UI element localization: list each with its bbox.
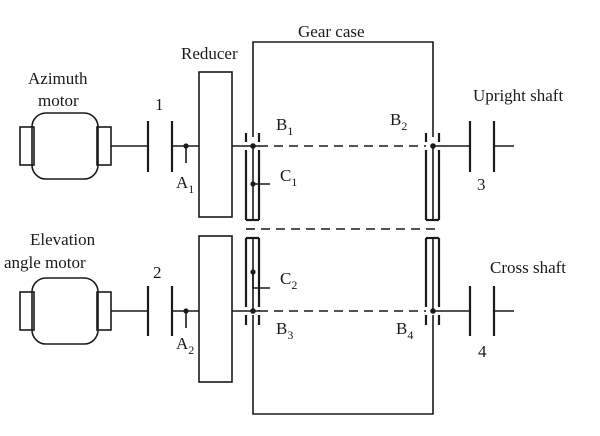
- gear-b4-label: B4: [396, 319, 413, 342]
- gear-b2-label: B2: [390, 110, 407, 133]
- point-a2-label: A2: [176, 334, 194, 357]
- coupling-2-label: 2: [153, 263, 162, 282]
- cross-shaft: [433, 286, 514, 336]
- shaft-3-label: 3: [477, 175, 486, 194]
- reducer-label: Reducer: [181, 44, 238, 63]
- right-gear-stack: [424, 133, 441, 325]
- elevation-motor-label-1: Elevation: [30, 230, 96, 249]
- azimuth-shaft: [111, 121, 199, 172]
- gear-case-label: Gear case: [298, 22, 365, 41]
- upright-shaft: [433, 121, 514, 172]
- shaft-4-label: 4: [478, 342, 487, 361]
- cross-shaft-label: Cross shaft: [490, 258, 566, 277]
- point-a1-label: A1: [176, 173, 194, 196]
- gear-b3-label: B3: [276, 319, 293, 342]
- coupling-1-label: 1: [155, 95, 164, 114]
- gear-c2-label: C2: [280, 269, 297, 292]
- azimuth-motor: [19, 112, 112, 180]
- reducer: [198, 71, 233, 383]
- elevation-shaft: [111, 286, 199, 336]
- elevation-motor: [19, 277, 112, 345]
- gear-c1-label: C1: [280, 166, 297, 189]
- gear-case: [252, 41, 434, 415]
- gear-b1-label: B1: [276, 115, 293, 138]
- azimuth-motor-label-1: Azimuth: [28, 69, 88, 88]
- upright-shaft-label: Upright shaft: [473, 86, 563, 105]
- left-gear-stack: [244, 133, 270, 325]
- elevation-motor-label-2: angle motor: [4, 253, 86, 272]
- azimuth-motor-label-2: motor: [38, 91, 79, 110]
